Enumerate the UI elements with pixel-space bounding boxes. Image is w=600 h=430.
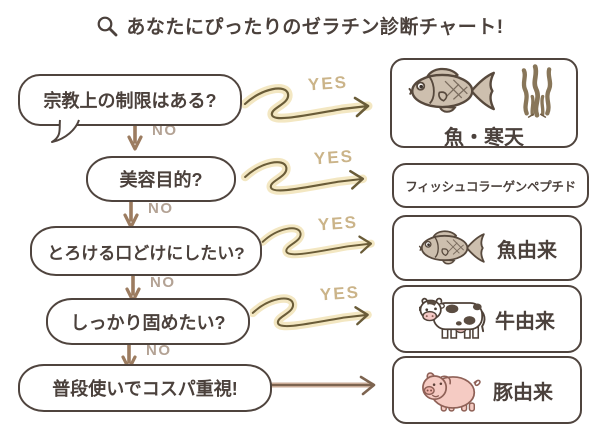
- pig-icon: [422, 371, 481, 412]
- yes-arrow-icon: [242, 84, 373, 123]
- yes-label: YES: [307, 72, 349, 95]
- no-label: NO: [152, 122, 178, 139]
- yes-arrow-icon: [240, 157, 368, 195]
- yes-label: YES: [313, 146, 355, 169]
- result-label: フィッシュコラーゲンペプチド: [405, 180, 576, 194]
- no-label: NO: [146, 342, 172, 359]
- result-label: 魚・寒天: [444, 126, 524, 149]
- question-text: とろける口どけにしたい?: [47, 243, 245, 263]
- result-box-cow-derived: 牛由来: [392, 285, 588, 359]
- question-text: 宗教上の制限はある?: [43, 91, 217, 111]
- yes-arrow-icon: [260, 224, 375, 259]
- result-icons: [406, 61, 562, 119]
- question-text: しっかり固めたい?: [70, 312, 226, 333]
- fish-icon: [408, 67, 496, 113]
- page-title: あなたにぴったりのゼラチン診断チャート!: [0, 12, 600, 39]
- result-label: 牛由来: [495, 310, 555, 333]
- result-label: 豚由来: [493, 381, 553, 404]
- result-box-fish-collagen-peptide: フィッシュコラーゲンペプチド: [392, 163, 595, 214]
- question-text: 美容目的?: [119, 170, 203, 190]
- speech-bubble-tail: [51, 119, 80, 143]
- seaweed-icon: [521, 63, 553, 118]
- result-box-fish-derived: 魚由来: [392, 215, 588, 287]
- question-bubble-4: しっかり固めたい?: [46, 298, 250, 345]
- question-bubble-2: 美容目的?: [86, 156, 236, 202]
- result-box-fish-agar: 魚・寒天: [390, 58, 584, 154]
- yes-label: YES: [317, 212, 359, 235]
- question-bubble-5: 普段使いでコスパ重視!: [18, 364, 272, 412]
- result-box-pig-derived: 豚由来: [392, 356, 588, 430]
- question-text: 普段使いでコスパ重視!: [52, 379, 238, 399]
- no-label: NO: [150, 274, 176, 291]
- magnifier-icon: [98, 16, 118, 36]
- yes-label: YES: [319, 282, 361, 305]
- fish-icon: [418, 230, 485, 265]
- question-bubble-1: 宗教上の制限はある?: [18, 74, 242, 126]
- straight-arrow-icon: [270, 375, 376, 396]
- title-text: あなたにぴったりのゼラチン診断チャート!: [126, 17, 504, 38]
- question-bubble-3: とろける口どけにしたい?: [30, 226, 262, 276]
- yes-arrow-icon: [250, 294, 372, 331]
- result-label: 魚由来: [497, 239, 557, 262]
- cow-icon: [419, 297, 486, 339]
- no-label: NO: [148, 200, 174, 217]
